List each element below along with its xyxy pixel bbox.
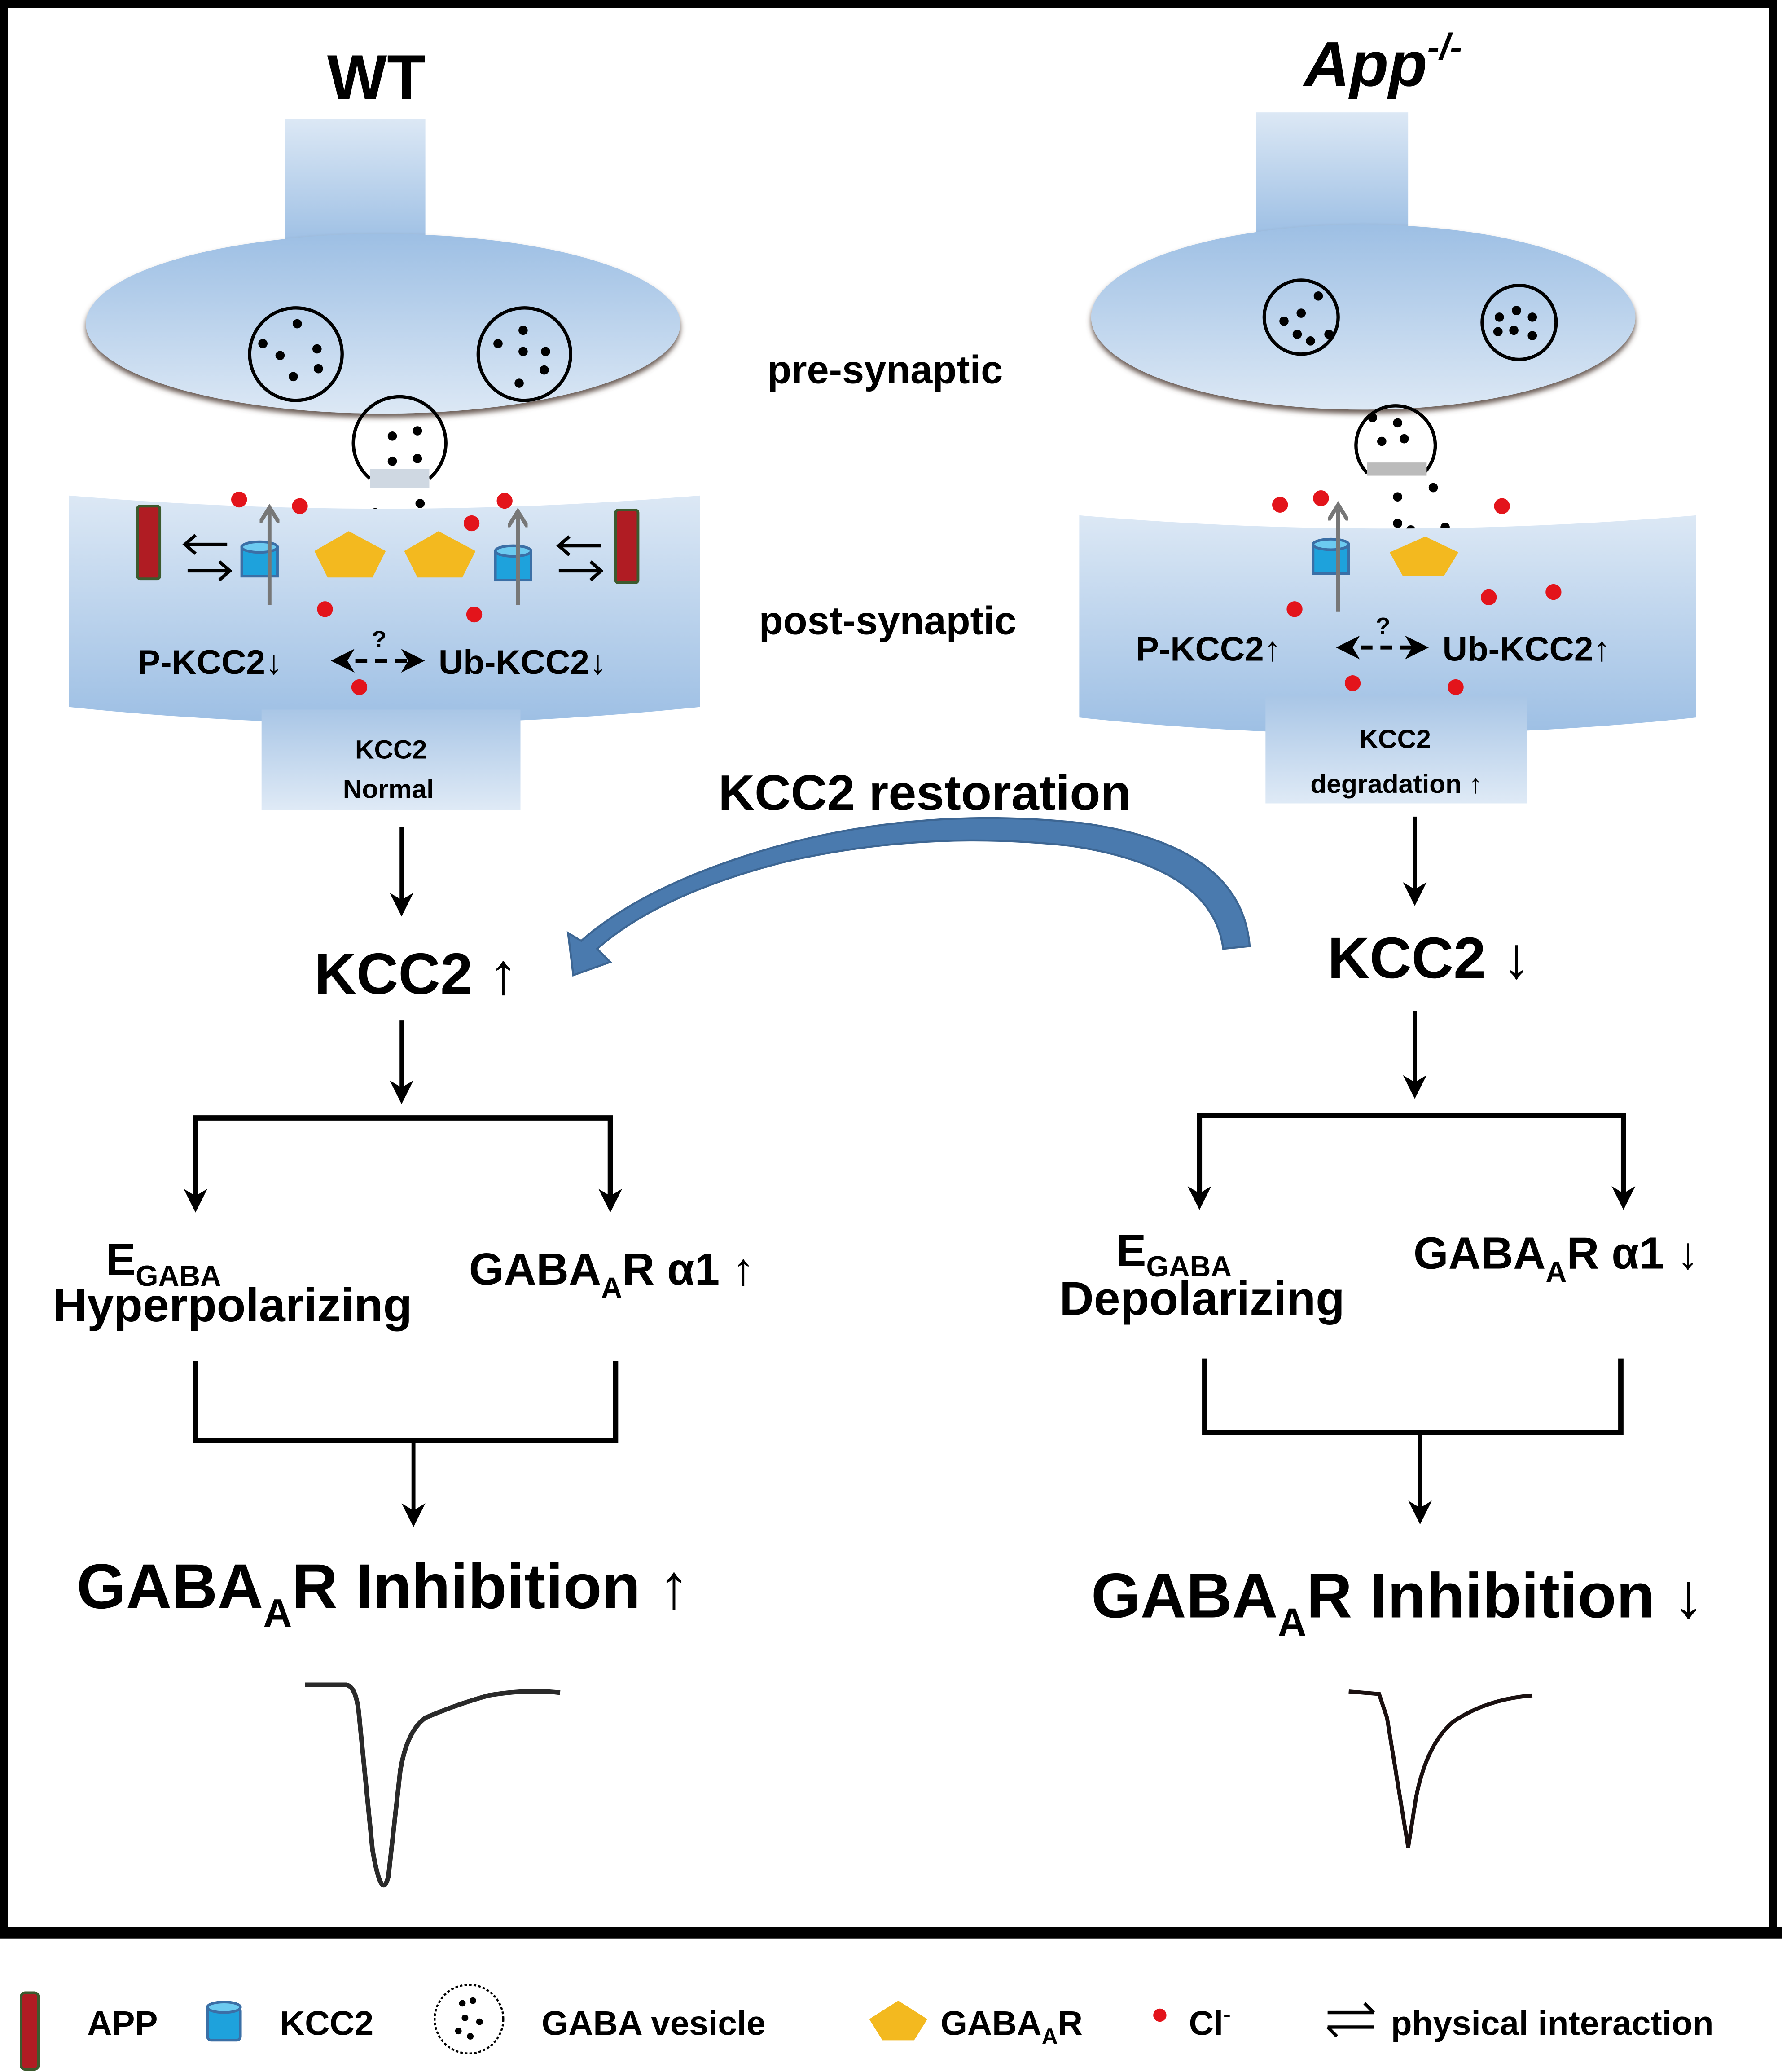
legend-app-label: APP: [87, 2005, 158, 2043]
app-knockout-panel: App-/- KCC2 degradation ↑: [1059, 26, 1704, 1848]
wt-app-right-icon: [614, 509, 640, 584]
wt-gaba-vesicle: [476, 306, 573, 402]
app-ko-kcc2-level: KCC2 ↓: [1328, 926, 1531, 990]
app-ko-gaba-vesicle: [1262, 278, 1340, 356]
wt-egaba-label: EGABA: [105, 1235, 221, 1292]
wt-fusing-vesicle: [351, 395, 448, 488]
legend: APP KCC2 GABA vesicle GABAAR Cl- physica…: [20, 1984, 1714, 2071]
app-ko-ipsc-trace: [1348, 1689, 1533, 1848]
wt-presynaptic-terminal: [86, 233, 680, 414]
wt-title: WT: [327, 42, 426, 113]
app-ko-released-gaba: [1393, 483, 1450, 535]
wt-p-kcc2-label: P-KCC2↓: [137, 643, 282, 682]
wt-panel: WT KCC2 Normal: [53, 42, 755, 1888]
legend-kcc2-label: KCC2: [280, 2005, 373, 2043]
wt-chloride-ions: [231, 491, 513, 695]
wt-kcc2-left-icon: [240, 540, 279, 578]
wt-app-left-icon: [136, 505, 162, 581]
app-ko-branch-connector: [1197, 1113, 1626, 1205]
legend-bidirectional-arrow-icon: [1326, 2002, 1375, 2038]
wt-ub-kcc2-label: Ub-KCC2↓: [439, 643, 606, 682]
legend-physical-interaction-label: physical interaction: [1391, 2005, 1714, 2043]
wt-merge-connector: [193, 1361, 619, 1443]
wt-dendrite-stem: [261, 709, 521, 810]
legend-kcc2-cylinder-icon: [206, 2001, 242, 2042]
app-ko-dendrite-stem: [1265, 696, 1527, 804]
app-ko-postsynaptic-membrane: [1079, 515, 1696, 734]
app-ko-kcc2-box-line2: degradation ↑: [1310, 770, 1482, 799]
app-ko-chloride-ions: [1272, 490, 1562, 695]
legend-gabaar-pentagon-icon: [869, 2001, 927, 2041]
app-ko-inhibition-label: GABAAR Inhibition ↓: [1091, 1560, 1704, 1645]
app-ko-ub-kcc2-label: Ub-KCC2↑: [1443, 630, 1611, 669]
kcc2-restoration-arrow: [566, 817, 1251, 977]
app-ko-gabaar-alpha1-label: GABAAR α1 ↓: [1413, 1228, 1699, 1288]
legend-divider: [0, 1927, 1782, 1939]
wt-kcc2-right-icon: [494, 544, 532, 582]
app-ko-p-kcc2-label: P-KCC2↑: [1136, 630, 1281, 669]
wt-physical-interaction-left-icon: [182, 534, 233, 581]
wt-gabaar-right-icon: [404, 531, 476, 578]
wt-postsynaptic-membrane: [69, 495, 700, 724]
wt-gabaar-alpha1-label: GABAAR α1 ↑: [469, 1244, 755, 1304]
wt-kcc2-box-line1: KCC2: [355, 735, 427, 764]
legend-gaba-vesicle-icon: [434, 1984, 505, 2055]
app-ko-egaba-state: Depolarizing: [1059, 1272, 1345, 1325]
legend-gaba-vesicle-label: GABA vesicle: [542, 2005, 766, 2043]
wt-physical-interaction-right-icon: [556, 535, 604, 581]
app-ko-question-mark: ?: [1376, 613, 1390, 640]
app-ko-gabaar-icon: [1389, 536, 1458, 576]
post-synaptic-label: post-synaptic: [759, 598, 1017, 643]
legend-gabaar-label: GABAAR: [940, 2005, 1083, 2050]
wt-axon-stem: [285, 119, 426, 245]
legend-app-bar-icon: [20, 1991, 40, 2071]
app-ko-egaba-label: EGABA: [1116, 1226, 1232, 1283]
legend-chloride-dot-icon: [1153, 2008, 1167, 2022]
wt-gabaar-left-icon: [314, 531, 386, 578]
pre-synaptic-label: pre-synaptic: [767, 348, 1003, 392]
wt-kcc2-box-line2: Normal: [343, 775, 434, 804]
app-ko-axon-stem: [1256, 112, 1409, 235]
app-ko-gaba-vesicle: [1480, 284, 1558, 361]
app-ko-kcc2-box-line1: KCC2: [1359, 725, 1431, 754]
wt-egaba-state: Hyperpolarizing: [53, 1279, 413, 1332]
wt-question-mark: ?: [372, 626, 386, 653]
app-ko-kcc2-icon: [1312, 537, 1350, 575]
app-ko-presynaptic-terminal: [1091, 224, 1636, 410]
wt-gaba-vesicle: [248, 306, 344, 402]
wt-inhibition-label: GABAAR Inhibition ↑: [77, 1551, 690, 1635]
app-ko-merge-connector: [1202, 1358, 1624, 1435]
legend-chloride-label: Cl-: [1189, 2002, 1231, 2042]
wt-branch-connector: [193, 1115, 613, 1205]
app-ko-fusing-vesicle: [1354, 404, 1437, 476]
wt-ipsc-trace: [305, 1682, 561, 1888]
app-ko-title: App-/-: [1303, 26, 1462, 99]
kcc2-restoration-label: KCC2 restoration: [718, 765, 1131, 821]
wt-kcc2-level: KCC2 ↑: [314, 941, 518, 1006]
